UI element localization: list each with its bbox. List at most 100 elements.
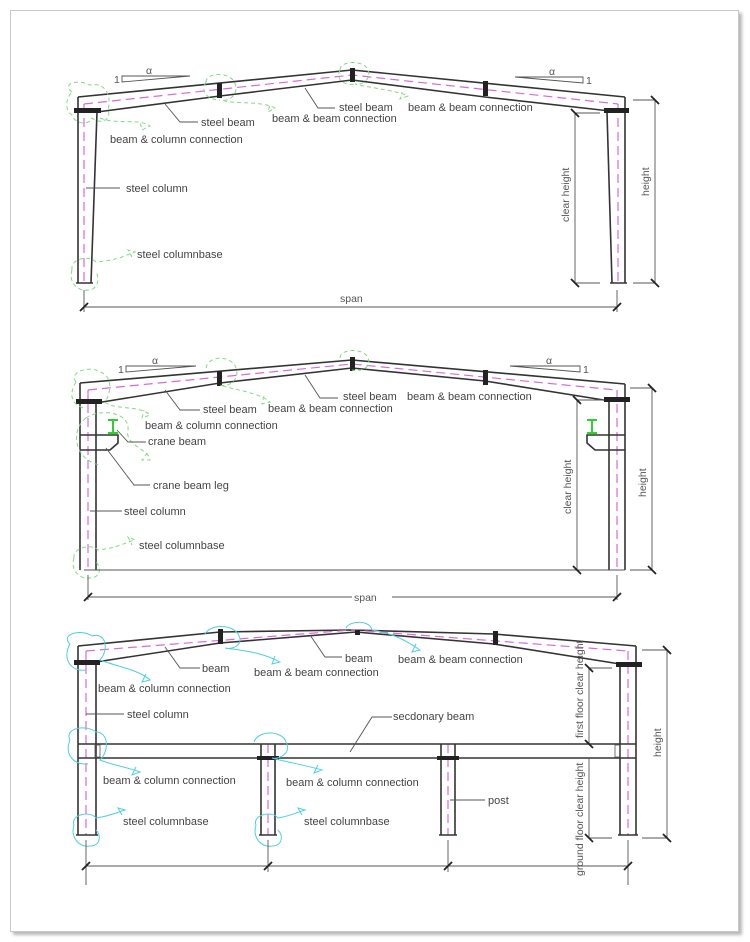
label-beam: beam xyxy=(202,663,230,675)
leader-line xyxy=(349,716,392,753)
label-steel-columnbase: steel columnbase xyxy=(304,816,390,828)
dimension-height: height xyxy=(642,645,672,843)
dimension-height: height xyxy=(633,95,660,288)
rafter-centerline xyxy=(85,629,629,652)
splice-left xyxy=(217,371,222,386)
svg-text:clear height: clear height xyxy=(562,460,574,514)
label-beam-beam-connection: beam & beam connection xyxy=(254,667,379,679)
connection-plate-right xyxy=(616,662,642,667)
revision-cloud xyxy=(254,807,307,847)
leader-line xyxy=(164,389,200,411)
revision-cloud xyxy=(72,807,127,847)
connection-plate-left xyxy=(74,660,100,665)
label-beam-column-connection: beam & column connection xyxy=(286,777,419,789)
slope-ratio: 1 xyxy=(586,75,592,87)
label-crane-beam: crane beam xyxy=(148,436,206,448)
splice-ridge xyxy=(350,68,355,82)
label-beam-column-connection: beam & column connection xyxy=(98,683,231,695)
label-steel-beam: steel beam xyxy=(339,102,393,114)
leader-line xyxy=(164,103,198,123)
splice-right xyxy=(493,631,498,645)
revision-cloud xyxy=(203,74,277,114)
label-beam-column-connection: beam & column connection xyxy=(103,775,236,787)
svg-text:1: 1 xyxy=(583,364,589,376)
crane-corbel-right xyxy=(586,419,625,451)
svg-text:1: 1 xyxy=(118,364,124,376)
leader-line xyxy=(304,374,338,399)
rafter-centerline xyxy=(87,363,617,391)
label-secondary-beam: secdonary beam xyxy=(393,711,474,723)
connection-plate-left xyxy=(76,399,102,404)
dimension-clear-height: clear height xyxy=(560,108,600,288)
left-column xyxy=(77,646,97,835)
dimension-span-segments xyxy=(81,840,633,885)
left-column xyxy=(79,383,97,570)
svg-text:clear height: clear height xyxy=(560,168,572,222)
label-post: post xyxy=(488,795,509,807)
label-steel-column: steel column xyxy=(127,709,189,721)
crane-beam-section xyxy=(108,419,118,434)
label-beam-column-connection: beam & column connection xyxy=(110,134,243,146)
svg-text:α: α xyxy=(546,355,552,367)
diagram-1-portal-frame: 1 α 1 α steel bea xyxy=(66,62,660,312)
crane-corbel-left xyxy=(80,419,119,451)
splice-right xyxy=(483,370,488,385)
leader-line xyxy=(164,646,200,669)
slope-symbol: α xyxy=(549,66,555,78)
label-beam: beam xyxy=(345,653,373,665)
revision-cloud xyxy=(345,621,422,653)
diagram-3-two-storey-frame: beam beam & column connection beam beam … xyxy=(66,621,672,885)
dimension-clear-height: clear height xyxy=(562,395,604,575)
revision-cloud xyxy=(66,632,151,683)
revision-cloud xyxy=(339,350,370,371)
label-steel-beam: steel beam xyxy=(343,391,397,403)
label-beam-beam-connection: beam & beam connection xyxy=(408,102,533,114)
splice-ridge xyxy=(355,630,360,635)
crane-beam-section xyxy=(587,419,597,434)
label-steel-beam: steel beam xyxy=(201,117,255,129)
revision-cloud xyxy=(66,81,151,131)
diagram-2-crane-portal-frame: 1 α 1 α xyxy=(71,350,657,604)
svg-text:height: height xyxy=(652,728,664,757)
dimension-ground-floor-clear-height: ground floor clear height xyxy=(574,758,612,876)
slope-indicator-left: 1 α xyxy=(118,355,197,376)
revision-cloud xyxy=(338,62,410,100)
dimension-height: height xyxy=(630,383,657,575)
leader-line xyxy=(304,87,335,109)
revision-cloud xyxy=(70,249,137,291)
label-steel-column: steel column xyxy=(124,506,186,518)
label-beam-beam-connection: beam & beam connection xyxy=(268,403,393,415)
leader-line xyxy=(116,429,146,443)
slope-indicator-right: 1 α xyxy=(509,355,589,376)
slope-indicator-right: 1 α xyxy=(514,66,592,87)
label-beam-beam-connection: beam & beam connection xyxy=(398,654,523,666)
label-beam-beam-connection: beam & beam connection xyxy=(272,113,397,125)
leader-line xyxy=(309,634,342,658)
revision-cloud xyxy=(76,412,151,466)
slope-symbol: α xyxy=(146,65,152,77)
label-steel-beam: steel beam xyxy=(203,404,257,416)
connection-plate-right xyxy=(604,397,630,402)
label-steel-columnbase: steel columnbase xyxy=(137,249,223,261)
right-column xyxy=(608,384,626,570)
svg-text:ground floor clear height: ground floor clear height xyxy=(574,763,586,876)
splice-left xyxy=(218,629,223,644)
splice-left xyxy=(217,83,222,98)
left-column xyxy=(77,97,98,284)
dimension-span: span xyxy=(83,575,622,604)
revision-cloud xyxy=(71,368,151,419)
revision-cloud xyxy=(205,357,272,405)
svg-text:span: span xyxy=(354,592,377,604)
label-steel-columnbase: steel columnbase xyxy=(139,540,225,552)
splice-right xyxy=(483,81,488,96)
dimension-first-floor-clear-height: first floor clear height xyxy=(574,640,612,749)
svg-text:α: α xyxy=(152,355,158,367)
splice-ridge xyxy=(350,357,355,371)
secondary-beam xyxy=(78,743,636,759)
revision-cloud xyxy=(253,732,324,774)
leader-line xyxy=(105,447,150,486)
svg-text:height: height xyxy=(637,468,649,497)
right-column xyxy=(606,97,626,284)
slope-ratio: 1 xyxy=(114,74,120,86)
label-beam-beam-connection: beam & beam connection xyxy=(407,391,532,403)
